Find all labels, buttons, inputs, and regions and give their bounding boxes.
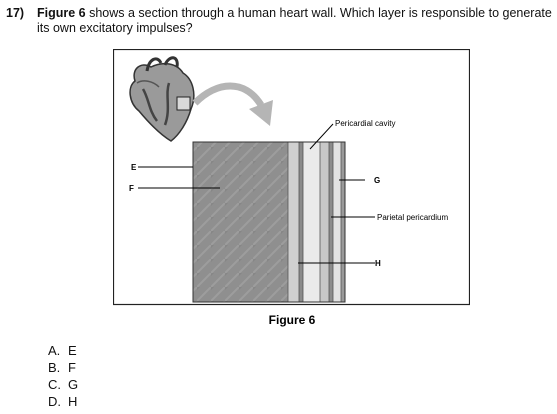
section-box xyxy=(176,96,191,111)
fibrous-layer xyxy=(329,142,333,302)
myocardium-layer xyxy=(193,142,288,302)
figure-caption: Figure 6 xyxy=(269,313,316,327)
epicardium-layer xyxy=(288,142,299,302)
question-text: Figure 6 shows a section through a human… xyxy=(37,6,553,36)
question-block: 17) Figure 6 shows a section through a h… xyxy=(0,0,557,40)
heart-wall-diagram: E F Pericardial cavity G Parietal perica… xyxy=(113,49,470,327)
pericardial-cavity-layer xyxy=(303,142,320,302)
option-a[interactable]: A. E xyxy=(48,342,168,359)
answer-options: A. E B. F C. G D. H xyxy=(48,342,168,410)
serous-layer xyxy=(299,142,303,302)
outer-layer xyxy=(333,142,341,302)
option-letter: D. xyxy=(48,394,61,409)
label-e: E xyxy=(131,163,137,172)
label-f: F xyxy=(129,184,134,193)
option-b[interactable]: B. F xyxy=(48,359,168,376)
label-h: H xyxy=(375,259,381,268)
label-parietal-pericardium: Parietal pericardium xyxy=(377,213,448,222)
wall-section xyxy=(192,141,346,303)
figure-reference: Figure 6 xyxy=(37,6,86,20)
option-letter: A. xyxy=(48,343,61,358)
figure-6: E F Pericardial cavity G Parietal perica… xyxy=(113,49,470,332)
parietal-layer xyxy=(320,142,329,302)
label-g: G xyxy=(374,176,380,185)
label-pericardial-cavity: Pericardial cavity xyxy=(335,119,395,128)
option-value: H xyxy=(68,394,78,409)
option-value: E xyxy=(68,343,77,358)
question-number: 17) xyxy=(6,6,25,20)
curved-arrow-icon xyxy=(192,82,273,126)
option-value: G xyxy=(68,377,79,392)
heart-icon xyxy=(129,56,195,142)
option-d[interactable]: D. H xyxy=(48,393,168,410)
option-letter: B. xyxy=(48,360,61,375)
question-body: shows a section through a human heart wa… xyxy=(37,6,552,35)
option-letter: C. xyxy=(48,377,61,392)
outer-edge-layer xyxy=(341,142,345,302)
leader-line-pericardial-cavity xyxy=(309,123,334,150)
option-value: F xyxy=(68,360,76,375)
option-c[interactable]: C. G xyxy=(48,376,168,393)
